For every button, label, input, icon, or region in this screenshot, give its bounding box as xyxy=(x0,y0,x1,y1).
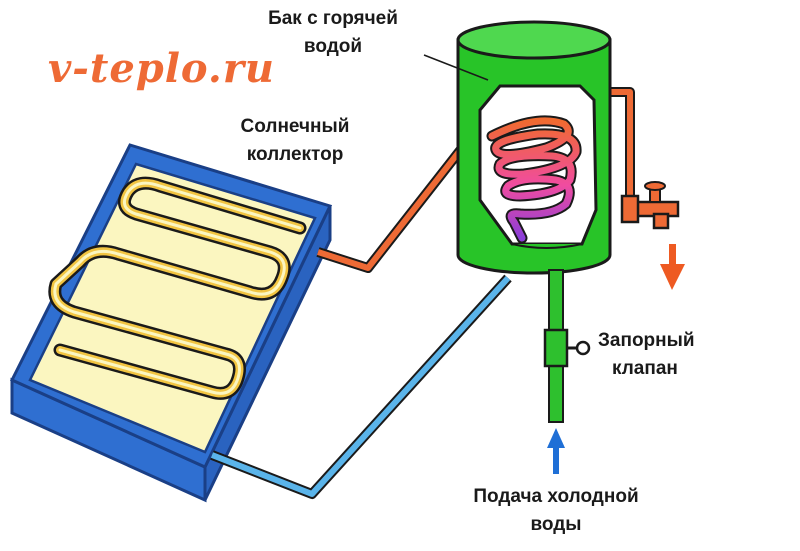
cold-return-pipe xyxy=(210,274,512,499)
hot-water-tap xyxy=(620,181,680,230)
tank-label-line2: водой xyxy=(304,36,362,57)
collector-label-line2: коллектор xyxy=(247,144,344,165)
shutoff-valve xyxy=(543,328,591,368)
tank-label-line1: Бак с горячей xyxy=(268,8,398,29)
cold-water-in-arrow xyxy=(547,428,565,474)
valve-label-line2: клапан xyxy=(612,358,678,379)
collector-label-line1: Солнечный xyxy=(241,116,350,137)
supply-label-line2: воды xyxy=(530,514,581,535)
tank-label-leader xyxy=(423,54,489,81)
watermark-text: v-teplo.ru xyxy=(48,45,275,92)
hot-outlet-pipe xyxy=(610,87,635,198)
supply-label-line1: Подача холодной xyxy=(473,486,638,507)
solar-collector xyxy=(9,143,333,503)
valve-label-line1: Запорный xyxy=(598,330,695,351)
hot-pipe xyxy=(316,121,484,273)
heat-exchanger-coil xyxy=(486,115,582,244)
hot-water-out-arrow xyxy=(660,244,685,290)
